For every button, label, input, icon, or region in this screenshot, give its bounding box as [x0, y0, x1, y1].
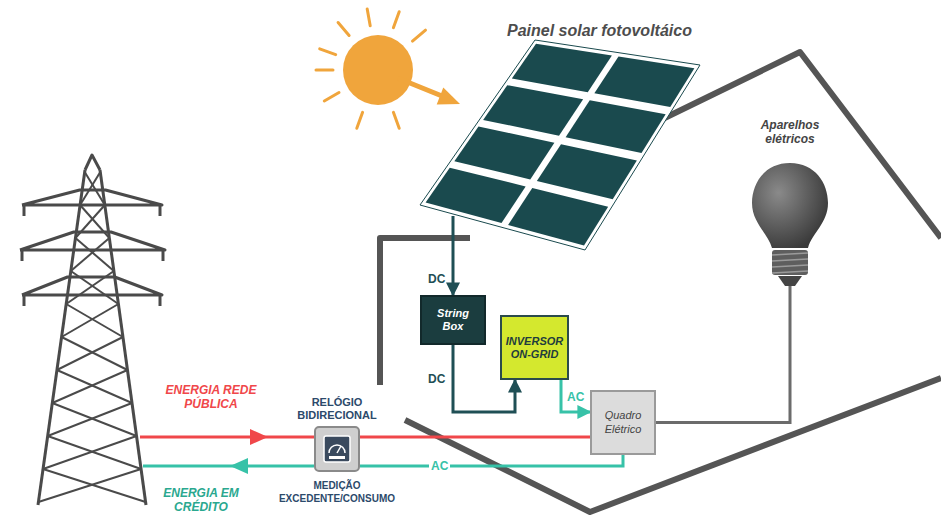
solar-panel: Painel solar fotovoltáico	[415, 22, 745, 257]
house-outline	[380, 52, 941, 512]
box-label: INVERSOR ON-GRID	[506, 335, 563, 360]
string-box: String Box	[420, 295, 486, 345]
grid-wires	[140, 429, 314, 474]
box-label: String Box	[426, 307, 480, 332]
connector	[452, 216, 455, 295]
meter-caption: MEDIÇÃO EXCEDENTE/CONSUMO	[272, 480, 402, 505]
flow-label: ENERGIA EM CRÉDITO	[153, 487, 249, 515]
bidirectional-meter: RELÓGIO BIDIRECIONAL MEDIÇÃO EXCEDENTE/CO…	[272, 380, 402, 520]
signal-label: DC	[426, 272, 447, 286]
flow-label: ENERGIA REDE PÚBLICA	[155, 384, 267, 412]
connector	[656, 286, 790, 423]
connector	[360, 455, 623, 466]
electrical-panel: Quadro Elétrico	[590, 390, 656, 455]
meter-box	[314, 426, 360, 472]
signal-label: DC	[426, 372, 447, 386]
transmission-tower	[20, 155, 165, 505]
connector	[360, 436, 590, 439]
meter-heading: RELÓGIO BIDIRECIONAL	[292, 396, 382, 422]
panel-shape	[415, 40, 715, 255]
connector	[561, 380, 590, 412]
sun	[316, 9, 460, 128]
bulb-shape	[750, 158, 830, 293]
signal-label: AC	[429, 459, 450, 473]
signal-label: AC	[565, 390, 586, 404]
inverter-box: INVERSOR ON-GRID	[500, 315, 569, 380]
light-bulb: Aparelhos elétricos	[745, 118, 835, 296]
device-heading: Aparelhos elétricos	[745, 118, 835, 147]
box-label: Quadro Elétrico	[596, 409, 650, 435]
panel-heading: Painel solar fotovoltáico	[507, 22, 692, 40]
